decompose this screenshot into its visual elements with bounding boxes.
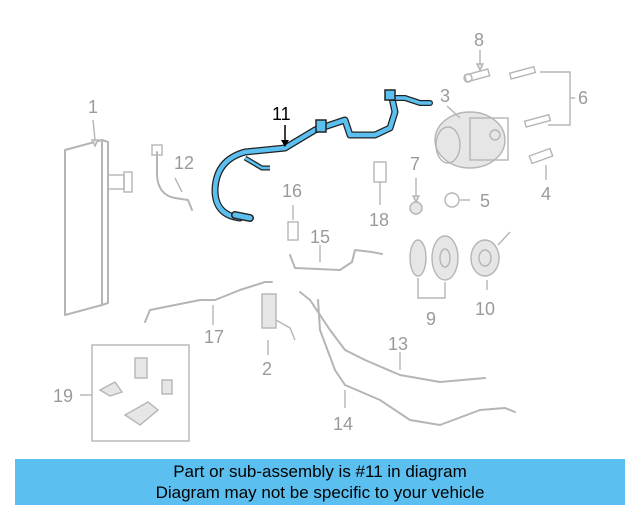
callout-2: 2 [262, 359, 272, 379]
part-7-plug [409, 178, 423, 215]
info-banner: Part or sub-assembly is #11 in diagram D… [15, 459, 625, 505]
part-18-switch [373, 161, 387, 205]
banner-line-2: Diagram may not be specific to your vehi… [155, 483, 485, 502]
part-4-valve [528, 147, 554, 180]
part-5-oring [444, 192, 470, 208]
part-2-drier [261, 293, 296, 355]
callout-13: 13 [388, 334, 408, 354]
callout-5: 5 [480, 191, 490, 211]
part-1-condenser [64, 119, 133, 316]
part-19-kit [80, 344, 190, 442]
part-16-sensor [287, 205, 299, 241]
part-11-hose [211, 89, 433, 222]
callout-14: 14 [333, 414, 353, 434]
callout-12: 12 [174, 153, 194, 173]
callout-18: 18 [369, 210, 389, 230]
callout-10: 10 [475, 299, 495, 319]
callout-19: 19 [53, 386, 73, 406]
callout-1: 1 [88, 97, 98, 117]
callout-11: 11 [272, 104, 291, 124]
callout-8: 8 [474, 30, 484, 50]
part-14-line [317, 299, 516, 426]
part-17-line [144, 281, 273, 325]
part-15-tube [289, 245, 383, 271]
part-12-line [151, 144, 193, 211]
callout-15: 15 [310, 227, 330, 247]
callout-9: 9 [426, 309, 436, 329]
callout-3: 3 [440, 86, 450, 106]
banner-line-1: Part or sub-assembly is #11 in diagram [173, 462, 467, 481]
callout-7: 7 [410, 154, 420, 174]
callout-16: 16 [282, 181, 302, 201]
callout-17: 17 [204, 327, 224, 347]
callout-4: 4 [541, 184, 551, 204]
part-10-coil [470, 231, 511, 290]
callout-6: 6 [578, 88, 588, 108]
part-13-line [299, 291, 486, 383]
part-9-clutch [409, 235, 459, 299]
part-8-bolt [463, 50, 491, 83]
parts-diagram: 1 2 3 4 5 6 7 8 9 10 11 12 13 14 15 16 1… [53, 30, 588, 442]
part-6-fittings [508, 65, 575, 128]
part-3-compressor [434, 105, 509, 169]
